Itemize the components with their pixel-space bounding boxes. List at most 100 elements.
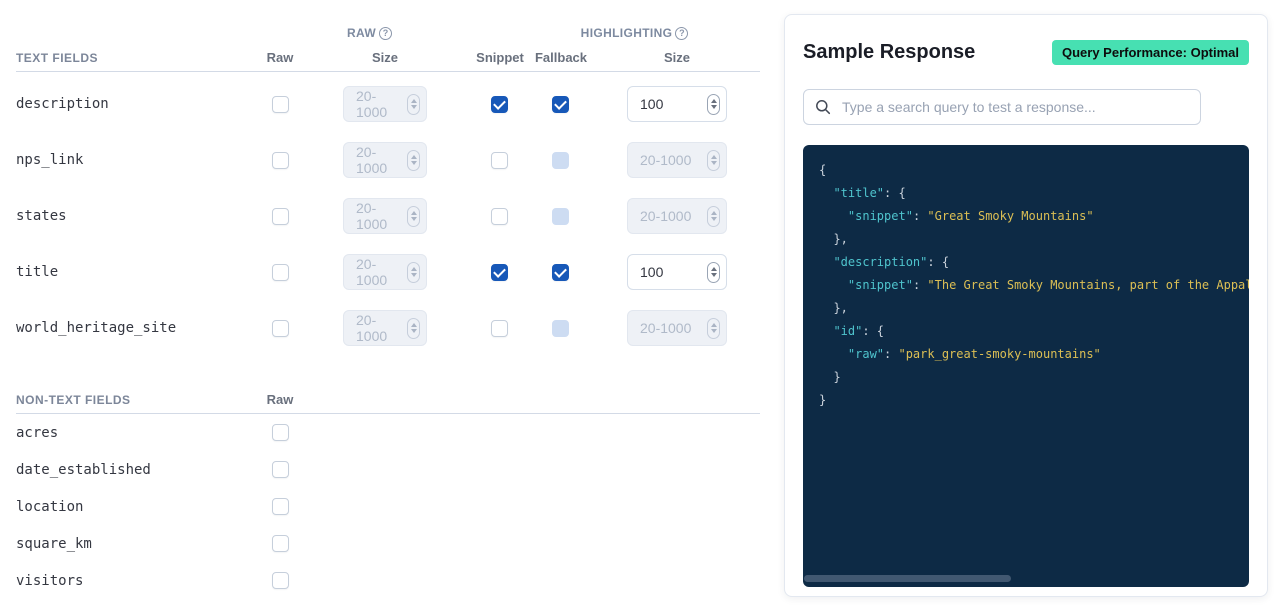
stepper-down-icon (710, 217, 717, 221)
table-row: acres (16, 414, 760, 451)
stepper-icon (407, 261, 420, 283)
stepper-down-icon (710, 273, 717, 277)
code-token: { (819, 163, 827, 177)
raw-size-cell: 20-1000 (312, 198, 427, 234)
highlight-size-cell: 20-1000 (627, 142, 727, 178)
code-token: : { (927, 255, 950, 269)
highlight-checkbox-cell (427, 95, 627, 113)
stepper-icon (707, 317, 720, 339)
raw-size-input: 20-1000 (343, 198, 427, 234)
sample-response-panel: Sample Response Query Performance: Optim… (784, 14, 1268, 597)
horizontal-scrollbar-thumb[interactable] (804, 575, 1011, 582)
code-token: "id" (833, 324, 863, 338)
stepper-up-icon (410, 155, 417, 159)
text-fields-header-row: TEXT FIELDS Raw Size Snippet Fallback Si… (16, 44, 760, 72)
highlight-size-input-value: 100 (640, 264, 664, 280)
highlight-size-input[interactable]: 100 (627, 86, 727, 122)
code-token: "raw" (847, 347, 885, 361)
stepper-down-icon (410, 217, 417, 221)
raw-checkbox[interactable] (271, 319, 289, 337)
code-token: }, (819, 232, 848, 246)
stepper-down-icon (410, 273, 417, 277)
raw-checkbox[interactable] (271, 461, 289, 478)
raw-size-input-value: 20-1000 (356, 200, 388, 232)
stepper-up-icon (410, 323, 417, 327)
snippet-checkbox[interactable] (491, 263, 508, 281)
result-settings-table: RAW ? HIGHLIGHTING ? TEXT FIELDS Raw Siz… (16, 22, 760, 599)
raw-help-icon[interactable]: ? (379, 26, 393, 40)
raw-checkbox-cell (248, 424, 312, 441)
text-fields-section-title: TEXT FIELDS (16, 50, 98, 65)
raw-column-header: Raw (266, 50, 294, 65)
highlight-size-column-header: Size (663, 50, 690, 65)
raw-checkbox[interactable] (271, 498, 289, 515)
raw-group-label: RAW (346, 26, 377, 40)
raw-size-input-value: 20-1000 (356, 256, 388, 288)
stepper-icon (407, 205, 420, 227)
highlighting-help-icon[interactable]: ? (675, 26, 689, 40)
snippet-checkbox[interactable] (491, 207, 508, 225)
field-name: visitors (16, 572, 84, 589)
raw-checkbox[interactable] (271, 424, 289, 441)
snippet-checkbox[interactable] (491, 151, 508, 169)
raw-checkbox-cell (248, 535, 312, 552)
code-line: "title": { (819, 182, 1233, 205)
highlighting-group-header: HIGHLIGHTING ? (468, 26, 801, 40)
field-name: description (16, 96, 109, 112)
code-token: : { (862, 324, 885, 338)
raw-group-header: RAW ? (312, 26, 427, 40)
field-name: acres (16, 424, 59, 441)
stepper-down-icon (710, 105, 717, 109)
raw-checkbox[interactable] (271, 207, 289, 225)
highlight-size-input-value: 20-1000 (640, 152, 692, 168)
stepper-up-icon (710, 99, 717, 103)
highlight-checkbox-cell (427, 207, 627, 225)
code-token (819, 186, 833, 200)
code-line: }, (819, 297, 1233, 320)
highlight-size-cell: 20-1000 (627, 198, 727, 234)
snippet-checkbox[interactable] (491, 319, 508, 337)
raw-checkbox-cell (248, 207, 312, 225)
raw-checkbox-cell (248, 572, 312, 589)
raw-checkbox[interactable] (271, 151, 289, 169)
highlight-size-input: 20-1000 (627, 142, 727, 178)
raw-checkbox[interactable] (271, 263, 289, 281)
query-performance-badge: Query Performance: Optimal (1052, 39, 1249, 65)
snippet-checkbox[interactable] (491, 95, 508, 113)
raw-size-cell: 20-1000 (312, 254, 427, 290)
table-row: location (16, 488, 760, 525)
code-line: } (819, 389, 1233, 412)
non-text-fields-header-row: NON-TEXT FIELDS Raw (16, 386, 760, 414)
table-row: visitors (16, 562, 760, 599)
highlighting-group-label: HIGHLIGHTING (580, 26, 673, 40)
stepper-down-icon (710, 161, 717, 165)
stepper-icon (707, 149, 720, 171)
panel-title: Sample Response (803, 40, 976, 63)
stepper-icon (707, 261, 720, 283)
highlight-size-input[interactable]: 100 (627, 254, 727, 290)
raw-size-input: 20-1000 (343, 254, 427, 290)
raw-checkbox[interactable] (271, 572, 289, 589)
response-code-block: { "title": { "snippet": "Great Smoky Mou… (803, 145, 1249, 587)
search-input[interactable] (803, 89, 1201, 125)
raw-checkbox[interactable] (271, 535, 289, 552)
code-token: "snippet" (847, 209, 913, 223)
field-name: states (16, 208, 67, 224)
fallback-column-header: Fallback (534, 50, 588, 65)
field-name: world_heritage_site (16, 320, 177, 336)
code-line: }, (819, 228, 1233, 251)
raw-checkbox-cell (248, 151, 312, 169)
stepper-icon (407, 93, 420, 115)
stepper-icon (707, 205, 720, 227)
stepper-icon (407, 149, 420, 171)
code-token: }, (819, 301, 848, 315)
code-token (819, 209, 848, 223)
fallback-checkbox[interactable] (552, 263, 569, 281)
fallback-checkbox (552, 151, 569, 169)
fallback-checkbox[interactable] (552, 95, 569, 113)
code-token: "park_great-smoky-mountains" (898, 347, 1101, 361)
code-token (819, 278, 848, 292)
raw-checkbox[interactable] (271, 95, 289, 113)
